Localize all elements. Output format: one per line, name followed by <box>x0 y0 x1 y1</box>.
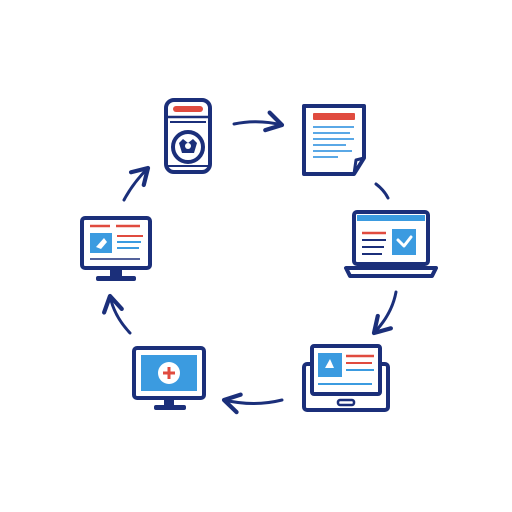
arrow-laptop-to-tablet <box>371 290 398 336</box>
arrow-document-to-laptop <box>374 182 390 200</box>
document-page-icon <box>302 104 366 176</box>
smartphone-with-camera-icon <box>164 98 212 174</box>
arrow-phone-to-document <box>232 110 285 133</box>
arrow-tablet-to-desktop <box>221 392 284 415</box>
laptop-with-check-icon <box>344 210 438 278</box>
desktop-monitor-plus-icon <box>132 346 206 410</box>
arrow-monitor-to-phone <box>122 165 151 202</box>
desktop-monitor-webpage-icon <box>80 216 152 281</box>
cycle-arrows <box>102 110 398 415</box>
tablet-with-content-icon <box>302 344 390 412</box>
arrow-desktop-to-monitor <box>102 293 132 335</box>
